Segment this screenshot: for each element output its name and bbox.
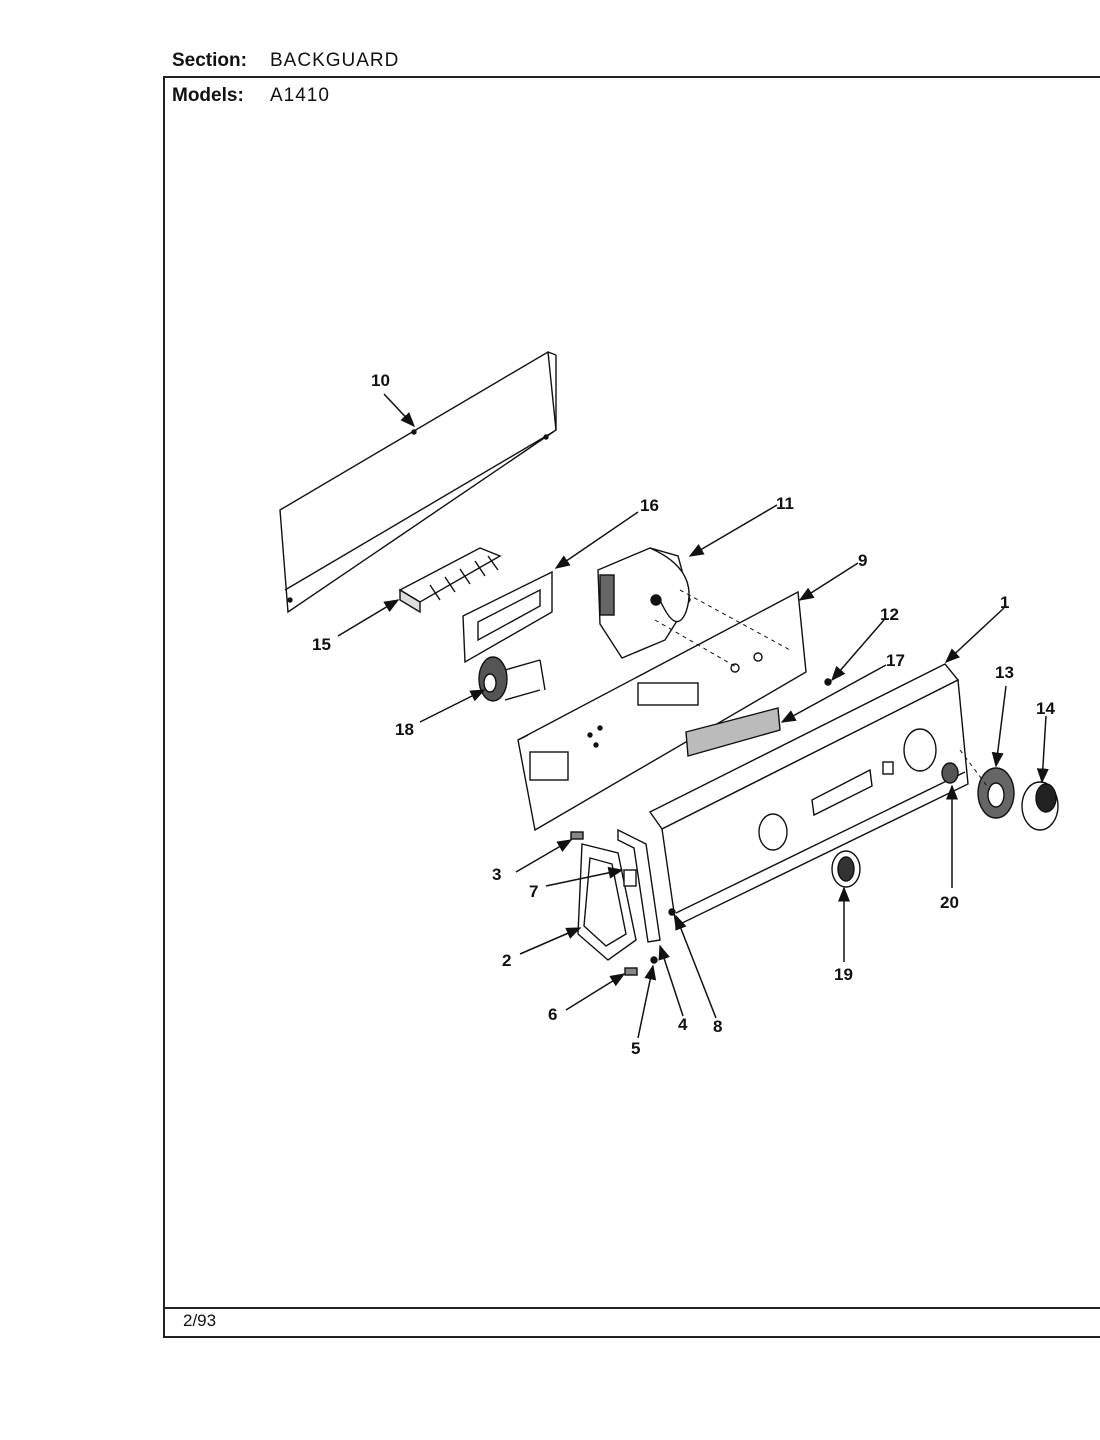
callout-11: 11 — [776, 494, 794, 513]
callout-15: 15 — [312, 635, 331, 654]
callout-10: 10 — [371, 371, 390, 390]
part-3-clip — [570, 831, 584, 840]
footer-date: 2/93 — [183, 1311, 217, 1330]
callout-19: 19 — [834, 965, 853, 984]
part-15-switch — [398, 547, 502, 614]
callout-3: 3 — [492, 865, 501, 884]
callout-7: 7 — [529, 882, 538, 901]
section-value: BACKGUARD — [270, 50, 400, 71]
part-12-screw — [824, 678, 832, 686]
callout-5: 5 — [631, 1039, 640, 1058]
callout-4: 4 — [678, 1015, 688, 1034]
part-6-clip — [624, 967, 638, 976]
part-8-pin — [668, 908, 676, 916]
part-10-rear-cover — [279, 350, 557, 614]
models-value: A1410 — [270, 85, 330, 106]
part-19-selector-knob — [831, 850, 861, 888]
part-13-dial — [977, 767, 1015, 819]
part-7-bracket — [623, 869, 637, 887]
callout-2: 2 — [502, 951, 511, 970]
part-18-selector — [478, 656, 546, 702]
part-11-timer — [597, 547, 691, 659]
callout-18: 18 — [395, 720, 414, 739]
part-9-mounting-panel — [517, 590, 807, 832]
section-label: Section: — [172, 50, 247, 71]
part-2-end-cap — [577, 843, 637, 961]
part-14-knob — [1021, 781, 1059, 831]
part-5-screw — [650, 956, 658, 964]
models-label: Models: — [172, 85, 244, 106]
diagram-frame — [163, 76, 1100, 1338]
callout-leaders — [337, 393, 1049, 1039]
callout-12: 12 — [880, 605, 899, 624]
part-4-trim — [617, 828, 661, 943]
part-17-lens — [685, 707, 781, 757]
part-16-bracket — [462, 570, 553, 664]
callout-20: 20 — [940, 893, 959, 912]
footer-rule — [163, 1307, 1100, 1309]
part-20-push-button — [941, 762, 959, 784]
callout-1: 1 — [1000, 593, 1009, 612]
callout-16: 16 — [640, 496, 659, 515]
callout-numbers: 10 16 11 9 12 1 17 15 18 13 14 20 19 3 7… — [312, 371, 1055, 1058]
callout-8: 8 — [713, 1017, 722, 1036]
callout-13: 13 — [995, 663, 1014, 682]
part-1-control-panel — [648, 663, 969, 928]
callout-17: 17 — [886, 651, 905, 670]
callout-9: 9 — [858, 551, 867, 570]
callout-6: 6 — [548, 1005, 557, 1024]
callout-14: 14 — [1036, 699, 1055, 718]
